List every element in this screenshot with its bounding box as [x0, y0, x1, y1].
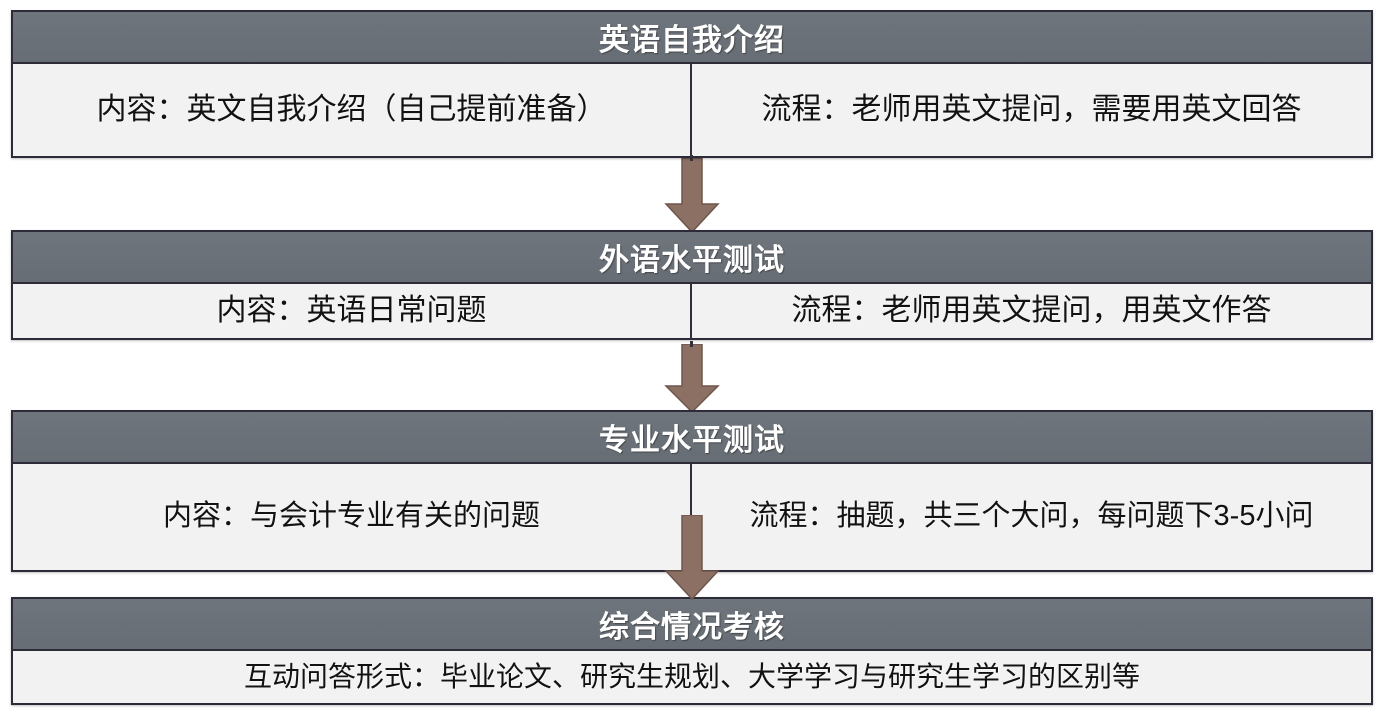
stage-2-header: 外语水平测试	[13, 232, 1371, 284]
stage-4-cell-content: 互动问答形式：毕业论文、研究生规划、大学学习与研究生学习的区别等	[243, 661, 1140, 693]
stage-box-1: 英语自我介绍 内容：英文自我介绍（自己提前准备） 流程：老师用英文提问，需要用英…	[11, 10, 1373, 158]
down-arrow-icon-3	[662, 515, 722, 601]
stage-box-4: 综合情况考核 互动问答形式：毕业论文、研究生规划、大学学习与研究生学习的区别等	[11, 597, 1373, 705]
down-arrow-icon-2	[662, 344, 722, 414]
stage-3-cell-content: 内容：与会计专业有关的问题	[13, 464, 692, 570]
stage-1-cell-process: 流程：老师用英文提问，需要用英文回答	[761, 92, 1302, 126]
stage-3-header: 专业水平测试	[13, 412, 1371, 464]
stage-1-cell-content: 内容：英文自我介绍（自己提前准备）	[13, 64, 692, 156]
stage-1-header: 英语自我介绍	[13, 12, 1371, 64]
stage-4-header: 综合情况考核	[13, 599, 1371, 651]
stage-3-cell-process: 流程：抽题，共三个大问，每问题下3-5小问	[749, 500, 1314, 533]
connector-stub-1	[690, 155, 693, 161]
stage-2-cell-content: 内容：英语日常问题	[13, 284, 692, 338]
stage-1-body: 内容：英文自我介绍（自己提前准备） 流程：老师用英文提问，需要用英文回答	[13, 64, 1371, 156]
stage-box-2: 外语水平测试 内容：英语日常问题 流程：老师用英文提问，用英文作答	[11, 230, 1373, 340]
stage-2-cell-process: 流程：老师用英文提问，用英文作答	[791, 293, 1272, 327]
connector-stub-2	[690, 341, 693, 347]
stage-4-body: 互动问答形式：毕业论文、研究生规划、大学学习与研究生学习的区别等	[13, 651, 1371, 703]
stage-2-body: 内容：英语日常问题 流程：老师用英文提问，用英文作答	[13, 284, 1371, 338]
down-arrow-icon-1	[662, 158, 722, 234]
